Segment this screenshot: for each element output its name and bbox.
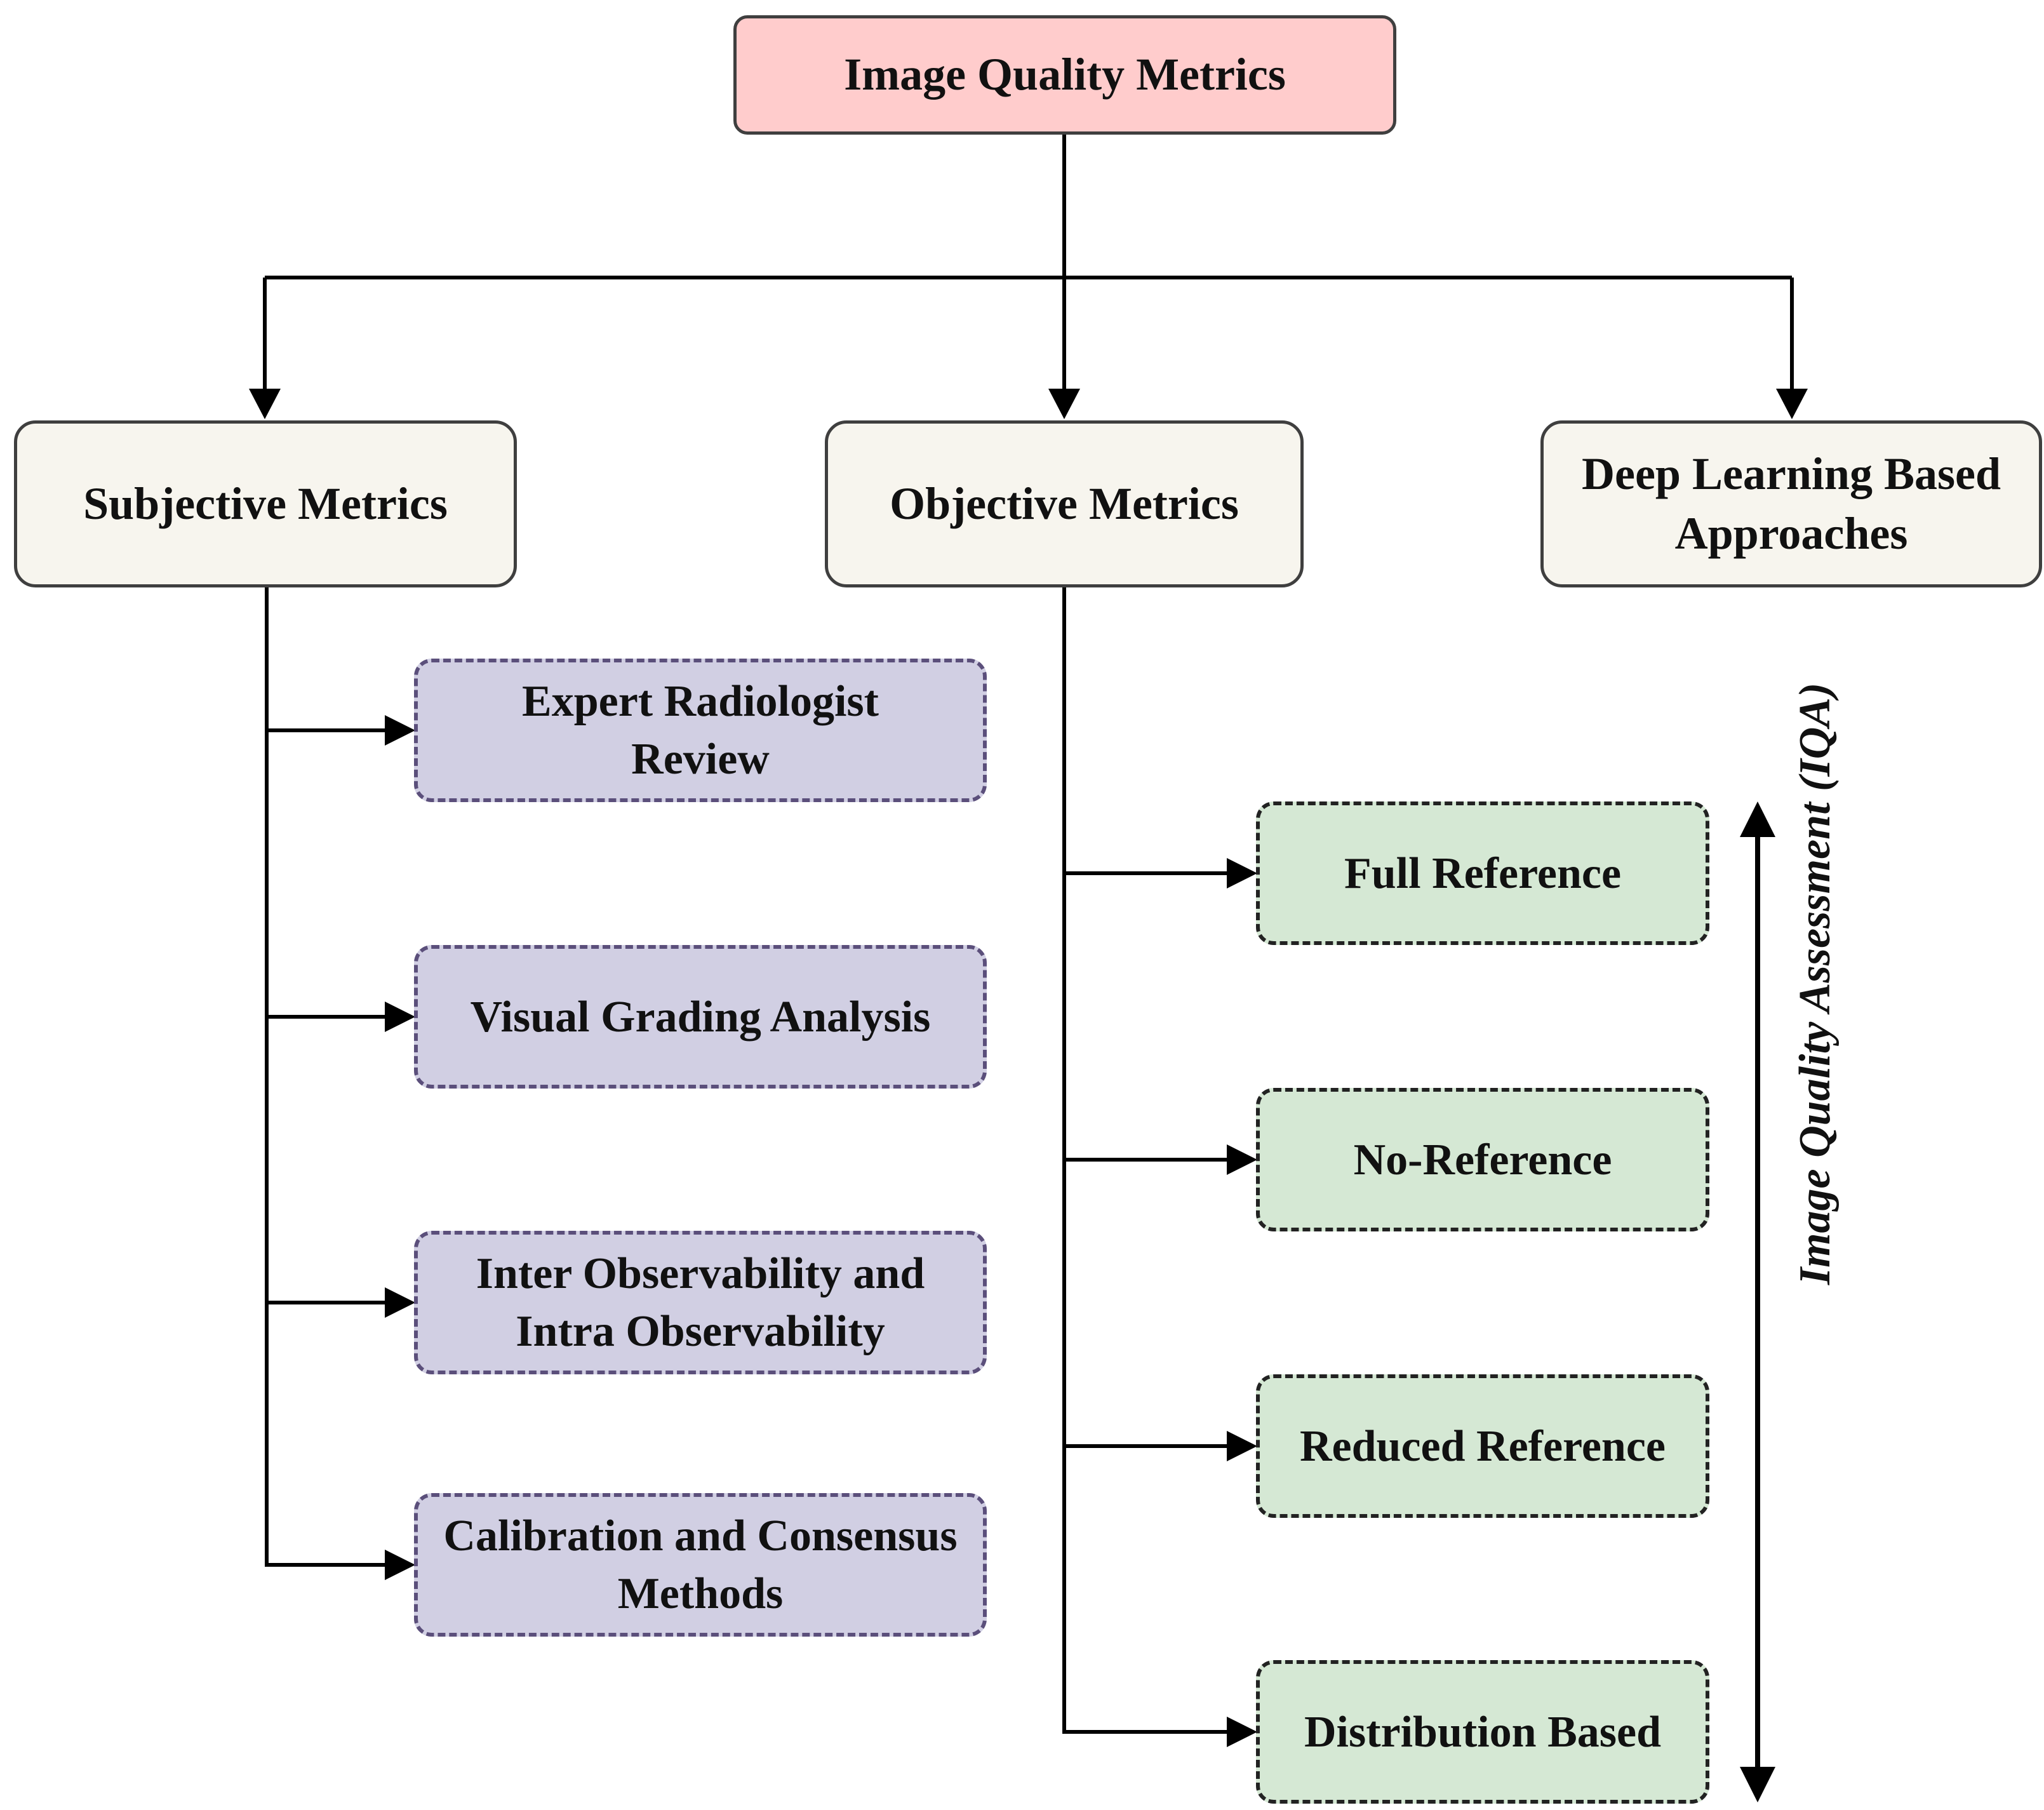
subjective-item-line1: Inter Observability and bbox=[476, 1249, 925, 1298]
objective-item-label: No-Reference bbox=[1353, 1135, 1612, 1184]
subjective-item-line2: Review bbox=[631, 735, 770, 784]
arrow-to-distribution-based bbox=[1062, 1717, 1257, 1747]
subjective-item-line1: Visual Grading Analysis bbox=[470, 992, 931, 1042]
subjective-label: Subjective Metrics bbox=[83, 478, 448, 529]
arrow-to-full-reference bbox=[1064, 858, 1257, 888]
subjective-item-visual-grading-analysis: Visual Grading Analysis bbox=[414, 945, 987, 1089]
arrow-to-reduced-reference bbox=[1064, 1431, 1257, 1461]
objective-item-label: Distribution Based bbox=[1304, 1707, 1662, 1757]
subjective-item-expert-radiologist-review: Expert Radiologist Review bbox=[414, 659, 987, 802]
category-node-deep-learning: Deep Learning Based Approaches bbox=[1540, 420, 2042, 587]
root-node-image-quality-metrics: Image Quality Metrics bbox=[733, 15, 1396, 135]
arrow-to-expert-review bbox=[267, 715, 415, 746]
category-node-objective: Objective Metrics bbox=[825, 420, 1304, 587]
objective-label: Objective Metrics bbox=[890, 478, 1239, 529]
deep-learning-label-line1: Deep Learning Based bbox=[1581, 448, 2001, 499]
subjective-item-line1: Calibration and Consensus bbox=[443, 1512, 958, 1560]
arrow-to-deep-learning bbox=[1776, 278, 1808, 419]
arrow-to-calibration bbox=[265, 1550, 415, 1580]
subjective-item-line1: Expert Radiologist bbox=[522, 677, 879, 726]
subjective-item-line2: Methods bbox=[617, 1569, 784, 1618]
arrow-to-inter-intra bbox=[267, 1287, 415, 1318]
objective-item-reduced-reference: Reduced Reference bbox=[1256, 1374, 1709, 1518]
objective-item-full-reference: Full Reference bbox=[1256, 801, 1709, 945]
arrow-to-visual-grading bbox=[267, 1002, 415, 1032]
category-node-subjective: Subjective Metrics bbox=[14, 420, 517, 587]
objective-item-label: Reduced Reference bbox=[1300, 1421, 1666, 1471]
arrow-to-objective bbox=[1048, 278, 1080, 419]
deep-learning-label-line2: Approaches bbox=[1674, 507, 1908, 559]
iqa-axis-double-arrow bbox=[1740, 801, 1775, 1802]
iqa-axis-label: Image Quality Assessment (IQA) bbox=[1791, 682, 1840, 1285]
subjective-item-line2: Intra Observability bbox=[516, 1307, 885, 1356]
objective-item-no-reference: No-Reference bbox=[1256, 1088, 1709, 1231]
root-node-label: Image Quality Metrics bbox=[844, 49, 1286, 100]
subjective-item-calibration-consensus: Calibration and Consensus Methods bbox=[414, 1493, 987, 1637]
arrow-to-subjective bbox=[249, 278, 281, 419]
objective-item-distribution-based: Distribution Based bbox=[1256, 1660, 1709, 1804]
objective-item-label: Full Reference bbox=[1344, 848, 1622, 898]
arrow-to-no-reference bbox=[1064, 1144, 1257, 1175]
subjective-item-inter-intra-observability: Inter Observability and Intra Observabil… bbox=[414, 1231, 987, 1374]
